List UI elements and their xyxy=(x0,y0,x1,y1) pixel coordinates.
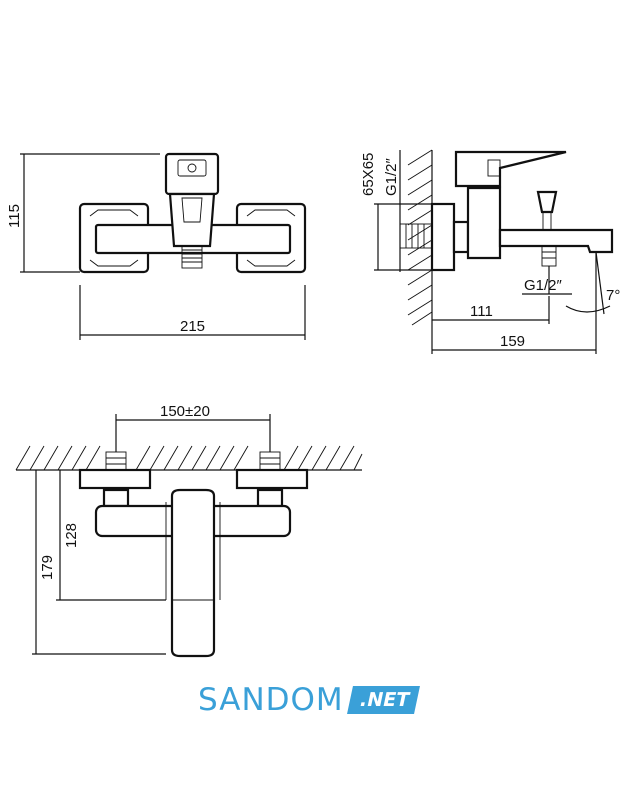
reach-dim-label: 111 xyxy=(470,303,493,320)
sandom-logo: SANDOM .NET xyxy=(198,680,420,720)
spout-angle-label: 7° xyxy=(606,287,620,304)
spacing-dim-label: 150±20 xyxy=(160,403,210,420)
front-height-label: 115 xyxy=(6,204,23,228)
top-depth-label: 128 xyxy=(63,523,80,548)
logo-brand-text: SANDOM xyxy=(198,682,344,718)
top-view: 150±20 xyxy=(15,403,363,658)
side-view: 65X65 G1/2″ G1/2″ 7° 111 159 xyxy=(360,149,620,354)
inlet-thread-label: G1/2″ xyxy=(383,157,400,196)
logo-tld-badge: .NET xyxy=(346,686,420,714)
side-depth-label: 159 xyxy=(500,333,525,350)
front-view: 115 215 xyxy=(6,152,307,340)
front-width-label: 215 xyxy=(180,318,205,335)
top-total-depth-label: 179 xyxy=(39,555,56,580)
outlet-thread-label: G1/2″ xyxy=(524,277,563,294)
flange-size-label: 65X65 xyxy=(360,153,377,196)
